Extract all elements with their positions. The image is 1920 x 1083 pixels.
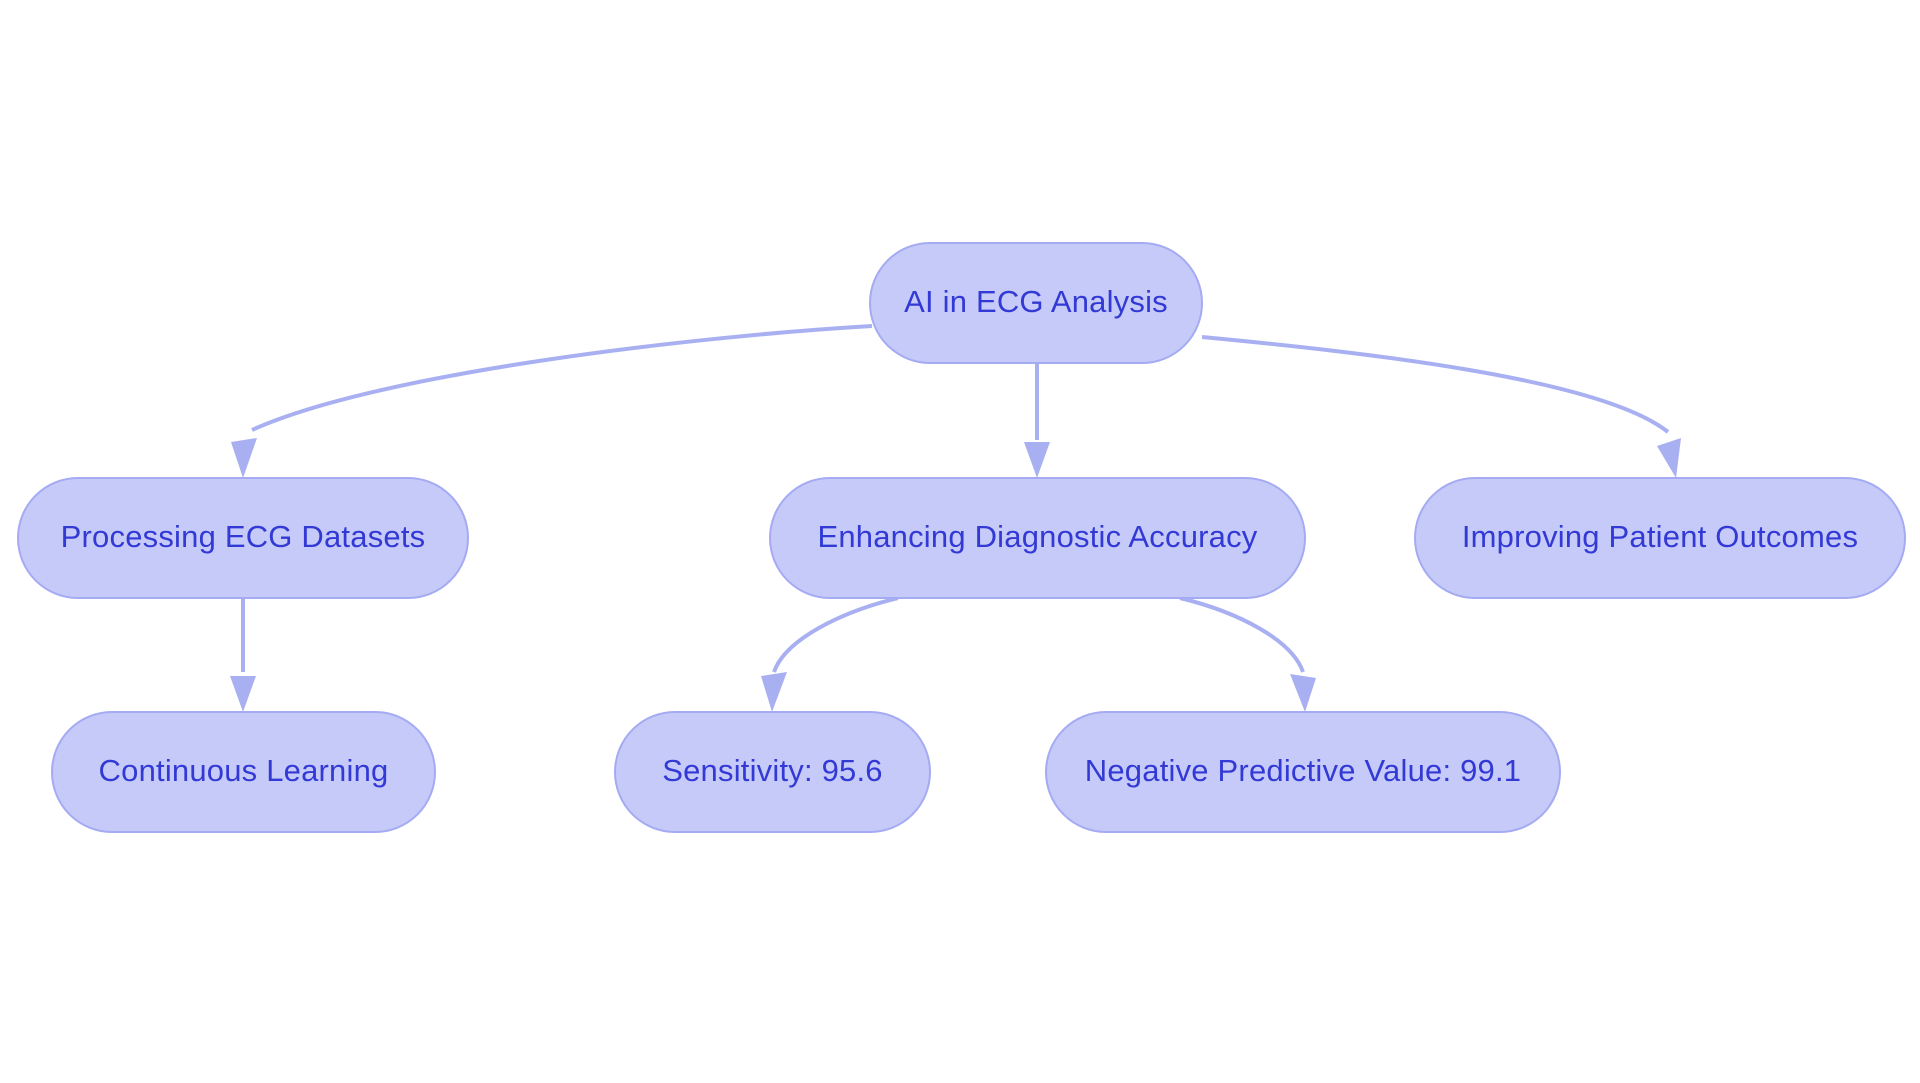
node-shape[interactable] bbox=[769, 477, 1306, 599]
node-root[interactable]: AI in ECG Analysis bbox=[869, 242, 1203, 364]
node-shape[interactable] bbox=[1414, 477, 1906, 599]
node-sensitivity[interactable]: Sensitivity: 95.6 bbox=[614, 711, 931, 833]
node-label: Sensitivity: 95.6 bbox=[662, 753, 883, 788]
edge-enhancing-to-npv bbox=[1179, 596, 1316, 712]
node-npv[interactable]: Negative Predictive Value: 99.1 bbox=[1045, 711, 1561, 833]
arrowhead-icon bbox=[761, 672, 787, 712]
edge-processing-to-continuous bbox=[230, 598, 256, 712]
edge-root-to-processing bbox=[231, 324, 873, 478]
node-shape[interactable] bbox=[17, 477, 469, 599]
node-shape[interactable] bbox=[869, 242, 1203, 364]
node-shape[interactable] bbox=[614, 711, 931, 833]
edge-line bbox=[1179, 596, 1305, 673]
arrowhead-icon bbox=[1024, 442, 1050, 478]
node-label: Enhancing Diagnostic Accuracy bbox=[817, 519, 1257, 554]
edges-layer bbox=[230, 324, 1681, 712]
node-label: Processing ECG Datasets bbox=[61, 519, 426, 554]
node-shape[interactable] bbox=[51, 711, 436, 833]
edge-root-to-improving bbox=[1201, 335, 1681, 478]
edge-line bbox=[772, 596, 899, 673]
node-enhancing[interactable]: Enhancing Diagnostic Accuracy bbox=[769, 477, 1306, 599]
edge-root-to-enhancing bbox=[1024, 363, 1050, 478]
node-label: AI in ECG Analysis bbox=[904, 284, 1168, 319]
node-improving[interactable]: Improving Patient Outcomes bbox=[1414, 477, 1906, 599]
edge-line bbox=[251, 324, 873, 432]
node-processing[interactable]: Processing ECG Datasets bbox=[17, 477, 469, 599]
arrowhead-icon bbox=[230, 676, 256, 712]
node-label: Negative Predictive Value: 99.1 bbox=[1085, 753, 1521, 788]
arrowhead-icon bbox=[1657, 438, 1681, 478]
node-label: Improving Patient Outcomes bbox=[1462, 519, 1858, 554]
edge-line bbox=[1201, 335, 1670, 434]
node-label: Continuous Learning bbox=[99, 753, 389, 788]
arrowhead-icon bbox=[1290, 674, 1316, 712]
node-continuous[interactable]: Continuous Learning bbox=[51, 711, 436, 833]
edge-enhancing-to-sensitivity bbox=[761, 596, 899, 712]
arrowhead-icon bbox=[231, 438, 257, 478]
node-shape[interactable] bbox=[1045, 711, 1561, 833]
